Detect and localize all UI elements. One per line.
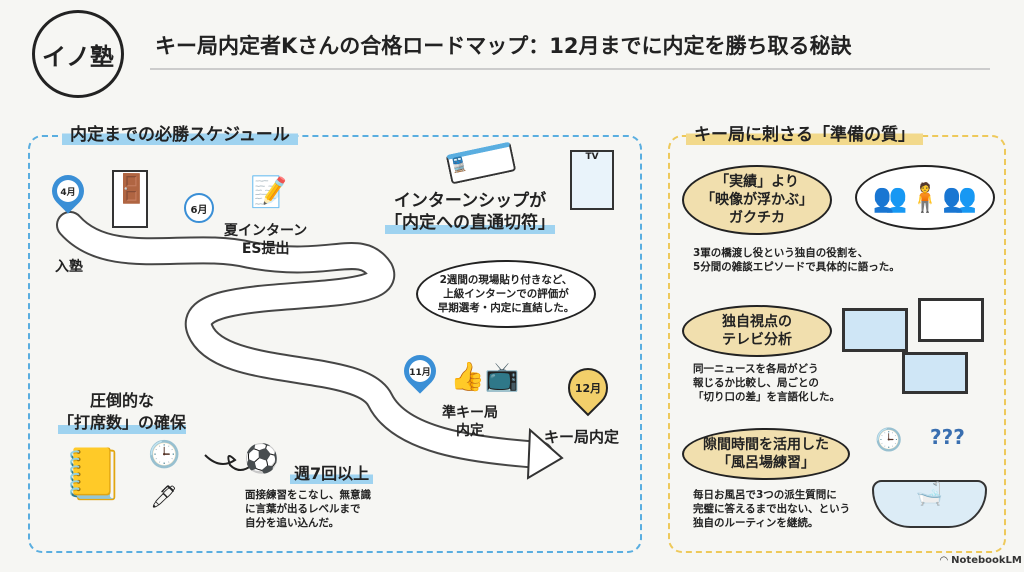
practice-body: 面接練習をこなし、無意識に言葉が出るレベルまで自分を追い込んだ。 bbox=[245, 489, 371, 529]
clock-icon: 🕒 bbox=[148, 440, 181, 470]
bath-practice-body: 毎日お風呂で3つの派生質問に完璧に答えるまで出ない、という独自のルーティンを継続… bbox=[693, 489, 851, 529]
gakuchika-body: 3軍の橋渡し役という独自の役割を、5分間の雑談エピソードで具体的に語った。 bbox=[693, 247, 900, 273]
quality-heading: キー局に刺さる「準備の質」 bbox=[686, 120, 923, 145]
notebooklm-brand: ◠ NotebookLM bbox=[940, 555, 1022, 566]
tv-monitor-icon bbox=[842, 308, 908, 352]
notebooks-icon: 📒 bbox=[62, 445, 125, 503]
schedule-panel bbox=[28, 135, 642, 553]
page-title: キー局内定者Kさんの合格ロードマップ：12月までに内定を勝ち取る秘訣 bbox=[155, 34, 852, 58]
road-arrow bbox=[526, 427, 564, 480]
soccer-ball-icon: ⚽ bbox=[244, 442, 279, 475]
notebooklm-icon: ◠ bbox=[940, 555, 952, 566]
tv-building-icon: TV bbox=[570, 150, 614, 210]
team-leader-thought-icon: 👥🧍👥 bbox=[855, 165, 995, 230]
thumbs-up-tv-icon: 👍📺 bbox=[450, 360, 520, 393]
milestone-label: キー局内定 bbox=[544, 428, 620, 446]
tv-monitor-icon bbox=[918, 298, 984, 342]
title-divider bbox=[150, 68, 990, 70]
logo: イノ塾 bbox=[32, 10, 124, 98]
internship-title: インターンシップが「内定への直通切符」 bbox=[385, 191, 555, 234]
gakuchika-bubble: 「実績」より「映像が浮かぶ」ガクチカ bbox=[682, 165, 832, 235]
milestone-label: 入塾 bbox=[55, 259, 83, 275]
pen-icon: 🖊 bbox=[150, 485, 178, 510]
practice-count: 週7回以上 bbox=[290, 460, 374, 484]
tv-monitor-icon bbox=[902, 352, 968, 394]
door-icon: 🚪 bbox=[112, 170, 149, 228]
practice-title: 圧倒的な「打席数」の確保 bbox=[58, 391, 187, 434]
clock-icon: 🕒 bbox=[875, 428, 903, 453]
internship-speech-bubble: 2週間の現場貼り付きなど、 上級インターンでの評価が 早期選考・内定に直結した。 bbox=[416, 260, 596, 328]
bath-practice-bubble: 隙間時間を活用した「風呂場練習」 bbox=[682, 428, 850, 480]
tv-analysis-body: 同一ニュースを各局がどう報じるか比較し、局ごとの「切り口の差」を言語化した。 bbox=[693, 363, 840, 403]
schedule-heading: 内定までの必勝スケジュール bbox=[62, 120, 298, 145]
arrow-icon bbox=[204, 454, 253, 471]
bathtub-icon: 🛁 bbox=[872, 480, 987, 528]
badge-june: 6月 bbox=[184, 193, 214, 223]
milestone-label: 準キー局内定 bbox=[442, 405, 498, 439]
question-marks-icon: ??? bbox=[930, 425, 965, 449]
document-pen-icon: 📝 bbox=[250, 175, 288, 210]
logo-text: イノ塾 bbox=[42, 42, 114, 71]
tv-analysis-bubble: 独自視点のテレビ分析 bbox=[682, 305, 832, 357]
